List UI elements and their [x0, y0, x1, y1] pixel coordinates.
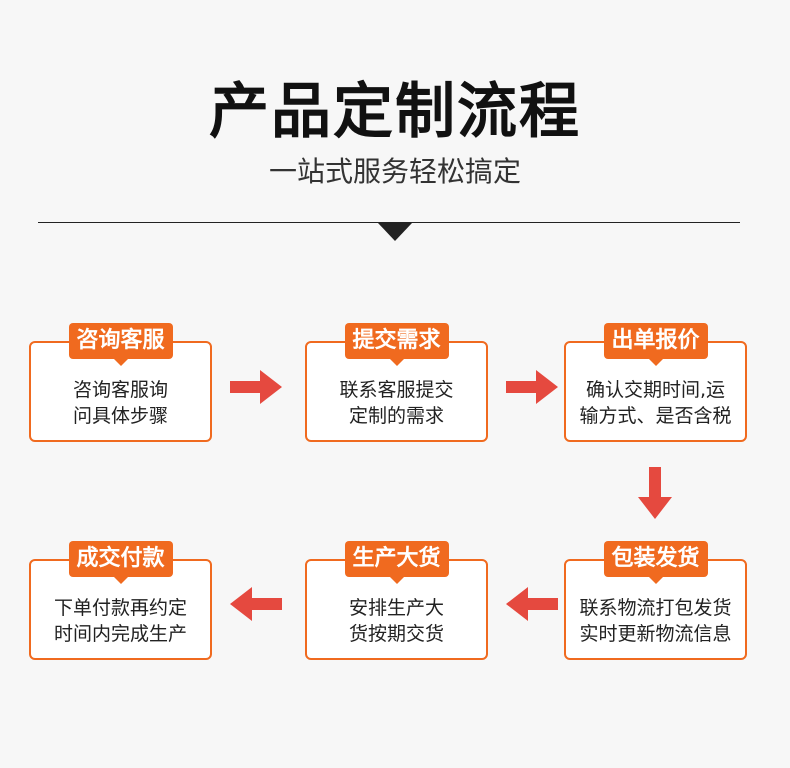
step-desc-line: 咨询客服询	[72, 379, 168, 401]
step-desc-line: 时间内完成生产	[53, 623, 187, 645]
step-description: 联系客服提交 定制的需求	[307, 377, 486, 429]
arrow-down-icon	[638, 467, 672, 519]
step-desc-line: 联系客服提交	[339, 379, 454, 401]
step-label: 成交付款	[68, 541, 173, 584]
step-packing-shipping: 包装发货 联系物流打包发货 实时更新物流信息	[564, 541, 747, 660]
page-title: 产品定制流程	[209, 77, 581, 147]
divider-line	[38, 222, 740, 223]
step-consult: 咨询客服 咨询客服询 问具体步骤	[29, 323, 212, 442]
step-submit-request: 提交需求 联系客服提交 定制的需求	[305, 323, 488, 442]
step-label: 出单报价	[603, 323, 708, 366]
arrow-left-icon	[230, 587, 282, 621]
step-desc-line: 确认交期时间,运	[585, 379, 726, 401]
step-label: 咨询客服	[68, 323, 173, 366]
step-mass-production: 生产大货 安排生产大 货按期交货	[305, 541, 488, 660]
step-quotation: 出单报价 确认交期时间,运 输方式、是否含税	[564, 323, 747, 442]
step-desc-line: 货按期交货	[348, 623, 444, 645]
step-label: 生产大货	[344, 541, 449, 584]
step-desc-line: 联系物流打包发货	[579, 597, 732, 619]
step-description: 联系物流打包发货 实时更新物流信息	[566, 595, 745, 647]
step-description: 确认交期时间,运 输方式、是否含税	[566, 377, 745, 429]
step-description: 下单付款再约定 时间内完成生产	[31, 595, 210, 647]
step-desc-line: 下单付款再约定	[53, 597, 187, 619]
arrow-left-icon	[506, 587, 558, 621]
step-desc-line: 输方式、是否含税	[579, 405, 732, 427]
step-desc-line: 实时更新物流信息	[579, 623, 732, 645]
step-description: 安排生产大 货按期交货	[307, 595, 486, 647]
step-completed-payment: 成交付款 下单付款再约定 时间内完成生产	[29, 541, 212, 660]
step-label: 提交需求	[344, 323, 449, 366]
step-label: 包装发货	[603, 541, 708, 584]
step-desc-line: 问具体步骤	[72, 405, 168, 427]
step-desc-line: 定制的需求	[348, 405, 444, 427]
step-desc-line: 安排生产大	[348, 597, 444, 619]
arrow-right-icon	[230, 370, 282, 404]
step-description: 咨询客服询 问具体步骤	[31, 377, 210, 429]
arrow-right-icon	[506, 370, 558, 404]
page-subtitle: 一站式服务轻松搞定	[268, 155, 521, 188]
divider-pointer-icon	[378, 223, 412, 241]
